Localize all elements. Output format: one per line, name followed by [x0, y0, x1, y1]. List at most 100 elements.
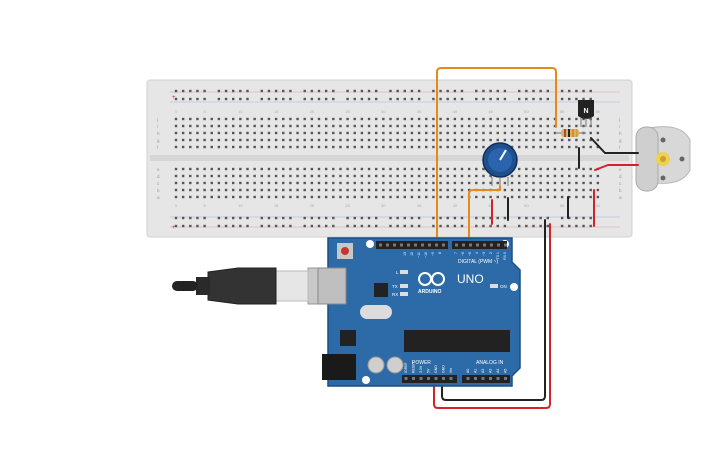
breadboard-hole[interactable] [367, 124, 371, 128]
breadboard-hole[interactable] [332, 124, 335, 128]
breadboard-hole[interactable] [518, 224, 521, 228]
breadboard-hole[interactable] [525, 138, 528, 142]
breadboard-hole[interactable] [189, 216, 192, 220]
breadboard-hole[interactable] [417, 89, 421, 93]
breadboard-hole[interactable] [353, 181, 356, 185]
breadboard-hole[interactable] [217, 188, 221, 192]
breadboard-hole[interactable] [289, 188, 292, 192]
breadboard-hole[interactable] [332, 145, 335, 149]
breadboard-hole[interactable] [425, 131, 428, 135]
breadboard-hole[interactable] [403, 131, 406, 135]
breadboard-hole[interactable] [367, 131, 371, 135]
breadboard-hole[interactable] [446, 188, 449, 192]
breadboard-hole[interactable] [339, 181, 342, 185]
breadboard-hole[interactable] [189, 138, 192, 142]
breadboard-hole[interactable] [403, 174, 406, 178]
potentiometer[interactable] [482, 142, 518, 186]
breadboard-hole[interactable] [189, 89, 192, 93]
breadboard-hole[interactable] [174, 145, 178, 149]
breadboard-hole[interactable] [389, 124, 392, 128]
breadboard-hole[interactable] [189, 195, 192, 199]
breadboard-hole[interactable] [210, 181, 213, 185]
breadboard-hole[interactable] [553, 181, 557, 185]
wires[interactable] [433, 67, 639, 409]
breadboard-hole[interactable] [282, 216, 285, 220]
breadboard-hole[interactable] [367, 188, 371, 192]
breadboard-hole[interactable] [260, 97, 263, 101]
breadboard-hole[interactable] [460, 181, 464, 185]
breadboard-hole[interactable] [324, 195, 328, 199]
breadboard-hole[interactable] [553, 138, 557, 142]
breadboard-hole[interactable] [324, 216, 328, 220]
breadboard-hole[interactable] [196, 195, 199, 199]
breadboard-hole[interactable] [582, 97, 585, 101]
breadboard-hole[interactable] [260, 131, 263, 135]
breadboard-hole[interactable] [510, 188, 514, 192]
breadboard-hole[interactable] [439, 117, 442, 121]
breadboard-hole[interactable] [210, 138, 213, 142]
breadboard-hole[interactable] [303, 97, 306, 101]
breadboard-hole[interactable] [224, 188, 228, 192]
breadboard-hole[interactable] [181, 124, 185, 128]
breadboard-hole[interactable] [467, 167, 471, 171]
breadboard-hole[interactable] [389, 145, 392, 149]
breadboard-hole[interactable] [503, 224, 507, 228]
breadboard-hole[interactable] [582, 224, 585, 228]
breadboard-hole[interactable] [317, 188, 321, 192]
header-pin[interactable] [462, 243, 465, 247]
header-pin[interactable] [483, 243, 486, 247]
breadboard-hole[interactable] [282, 117, 285, 121]
breadboard-hole[interactable] [396, 97, 399, 101]
breadboard-hole[interactable] [525, 97, 528, 101]
breadboard-hole[interactable] [425, 117, 428, 121]
breadboard-hole[interactable] [332, 195, 335, 199]
breadboard-hole[interactable] [375, 181, 378, 185]
breadboard-hole[interactable] [196, 131, 199, 135]
breadboard-hole[interactable] [174, 181, 178, 185]
breadboard-hole[interactable] [532, 174, 535, 178]
breadboard-hole[interactable] [432, 181, 435, 185]
breadboard-hole[interactable] [510, 195, 514, 199]
breadboard-hole[interactable] [296, 174, 299, 178]
breadboard-hole[interactable] [432, 97, 435, 101]
breadboard-hole[interactable] [467, 145, 471, 149]
breadboard-hole[interactable] [282, 97, 285, 101]
breadboard-hole[interactable] [425, 167, 428, 171]
breadboard-hole[interactable] [425, 174, 428, 178]
breadboard-hole[interactable] [560, 117, 564, 121]
breadboard-hole[interactable] [510, 174, 514, 178]
breadboard-hole[interactable] [460, 216, 464, 220]
breadboard-hole[interactable] [482, 131, 485, 135]
breadboard-hole[interactable] [346, 89, 349, 93]
breadboard-hole[interactable] [303, 89, 306, 93]
breadboard-hole[interactable] [303, 145, 306, 149]
breadboard-hole[interactable] [189, 145, 192, 149]
breadboard-hole[interactable] [460, 131, 464, 135]
breadboard-hole[interactable] [274, 167, 278, 171]
breadboard-hole[interactable] [332, 138, 335, 142]
breadboard-hole[interactable] [303, 216, 306, 220]
breadboard-hole[interactable] [539, 117, 542, 121]
breadboard-hole[interactable] [382, 138, 385, 142]
breadboard-hole[interactable] [260, 181, 263, 185]
breadboard-hole[interactable] [503, 216, 507, 220]
breadboard-hole[interactable] [396, 188, 399, 192]
breadboard-hole[interactable] [360, 216, 364, 220]
breadboard-hole[interactable] [582, 124, 585, 128]
breadboard-hole[interactable] [582, 181, 585, 185]
breadboard-hole[interactable] [460, 145, 464, 149]
breadboard-hole[interactable] [417, 117, 421, 121]
breadboard-hole[interactable] [217, 167, 221, 171]
breadboard-hole[interactable] [575, 97, 578, 101]
breadboard-hole[interactable] [482, 138, 485, 142]
breadboard-hole[interactable] [560, 167, 564, 171]
breadboard-hole[interactable] [389, 174, 392, 178]
header-pin[interactable] [400, 243, 403, 247]
breadboard-hole[interactable] [303, 181, 306, 185]
breadboard-hole[interactable] [189, 174, 192, 178]
breadboard-hole[interactable] [518, 167, 521, 171]
breadboard-hole[interactable] [532, 195, 535, 199]
breadboard-hole[interactable] [246, 117, 249, 121]
breadboard-hole[interactable] [289, 138, 292, 142]
